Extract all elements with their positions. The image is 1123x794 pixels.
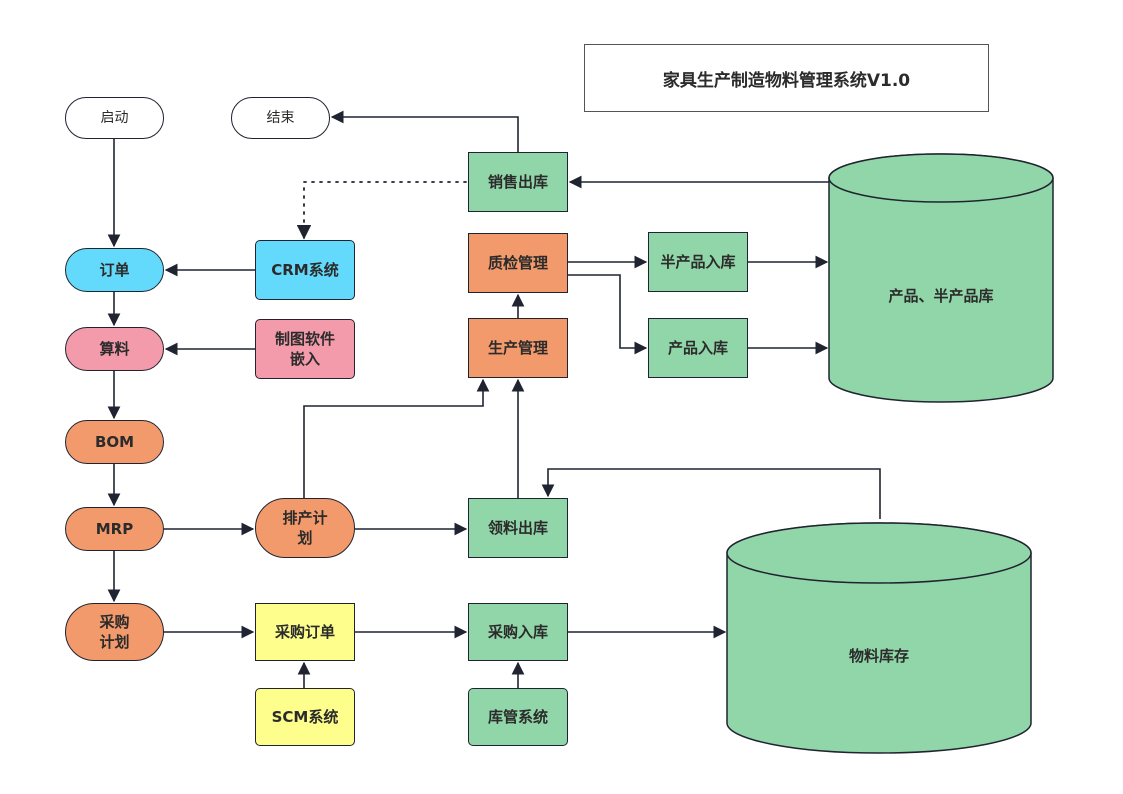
product-db-cylinder — [828, 153, 1054, 403]
node-end[interactable]: 结束 — [231, 97, 330, 139]
material-db-label[interactable]: 物料库存 — [848, 646, 909, 665]
node-drawing-label: 制图软件 嵌入 — [274, 329, 335, 368]
node-calc-label: 算料 — [99, 339, 130, 358]
node-crm[interactable]: CRM系统 — [255, 240, 355, 300]
node-scm-label: SCM系统 — [271, 707, 339, 726]
node-qc[interactable]: 质检管理 — [468, 233, 568, 293]
node-mrp[interactable]: MRP — [65, 507, 164, 551]
node-purchase-plan[interactable]: 采购 计划 — [65, 603, 164, 661]
node-order[interactable]: 订单 — [65, 248, 164, 292]
node-schedule[interactable]: 排产计 划 — [255, 498, 355, 558]
product-db-label[interactable]: 产品、半产品库 — [888, 286, 994, 305]
node-production[interactable]: 生产管理 — [468, 318, 568, 378]
node-purchase-order[interactable]: 采购订单 — [255, 603, 355, 661]
material-db-cylinder — [726, 522, 1032, 754]
node-product-in-label: 产品入库 — [667, 338, 728, 357]
node-purchase-in[interactable]: 采购入库 — [468, 603, 568, 661]
node-semi-in-label: 半产品入库 — [660, 252, 736, 271]
node-order-label: 订单 — [99, 260, 130, 279]
node-purchase-order-label: 采购订单 — [274, 622, 335, 641]
node-bom-label: BOM — [94, 432, 135, 451]
edge-sales-out-end — [330, 110, 519, 152]
node-material-out-label: 领料出库 — [487, 518, 548, 537]
edge-material-db-material-out — [541, 468, 881, 519]
node-purchase-plan-label: 采购 计划 — [99, 612, 130, 651]
node-end-label: 结束 — [266, 109, 295, 126]
node-material-out[interactable]: 领料出库 — [468, 498, 568, 558]
node-qc-label: 质检管理 — [487, 253, 548, 272]
node-semi-in[interactable]: 半产品入库 — [648, 232, 748, 292]
node-drawing[interactable]: 制图软件 嵌入 — [255, 319, 355, 379]
node-mrp-label: MRP — [95, 519, 134, 538]
node-start-label: 启动 — [100, 109, 129, 126]
node-warehouse-sys-label: 库管系统 — [487, 707, 548, 726]
node-scm[interactable]: SCM系统 — [255, 688, 355, 746]
node-schedule-label: 排产计 划 — [282, 508, 328, 547]
node-warehouse-sys[interactable]: 库管系统 — [468, 688, 568, 746]
edge-sales-out-crm-dotted — [296, 181, 467, 240]
node-sales-out-label: 销售出库 — [487, 172, 548, 191]
edge-schedule-production — [303, 378, 490, 498]
diagram-title: 家具生产制造物料管理系统V1.0 — [584, 44, 989, 112]
node-start[interactable]: 启动 — [65, 97, 164, 139]
node-bom[interactable]: BOM — [65, 420, 164, 464]
node-purchase-in-label: 采购入库 — [487, 622, 548, 641]
node-sales-out[interactable]: 销售出库 — [468, 152, 568, 212]
node-crm-label: CRM系统 — [271, 260, 339, 279]
node-production-label: 生产管理 — [487, 338, 548, 357]
node-product-in[interactable]: 产品入库 — [648, 318, 748, 378]
node-calc[interactable]: 算料 — [65, 327, 164, 371]
edge-qc-product-in — [568, 274, 648, 355]
